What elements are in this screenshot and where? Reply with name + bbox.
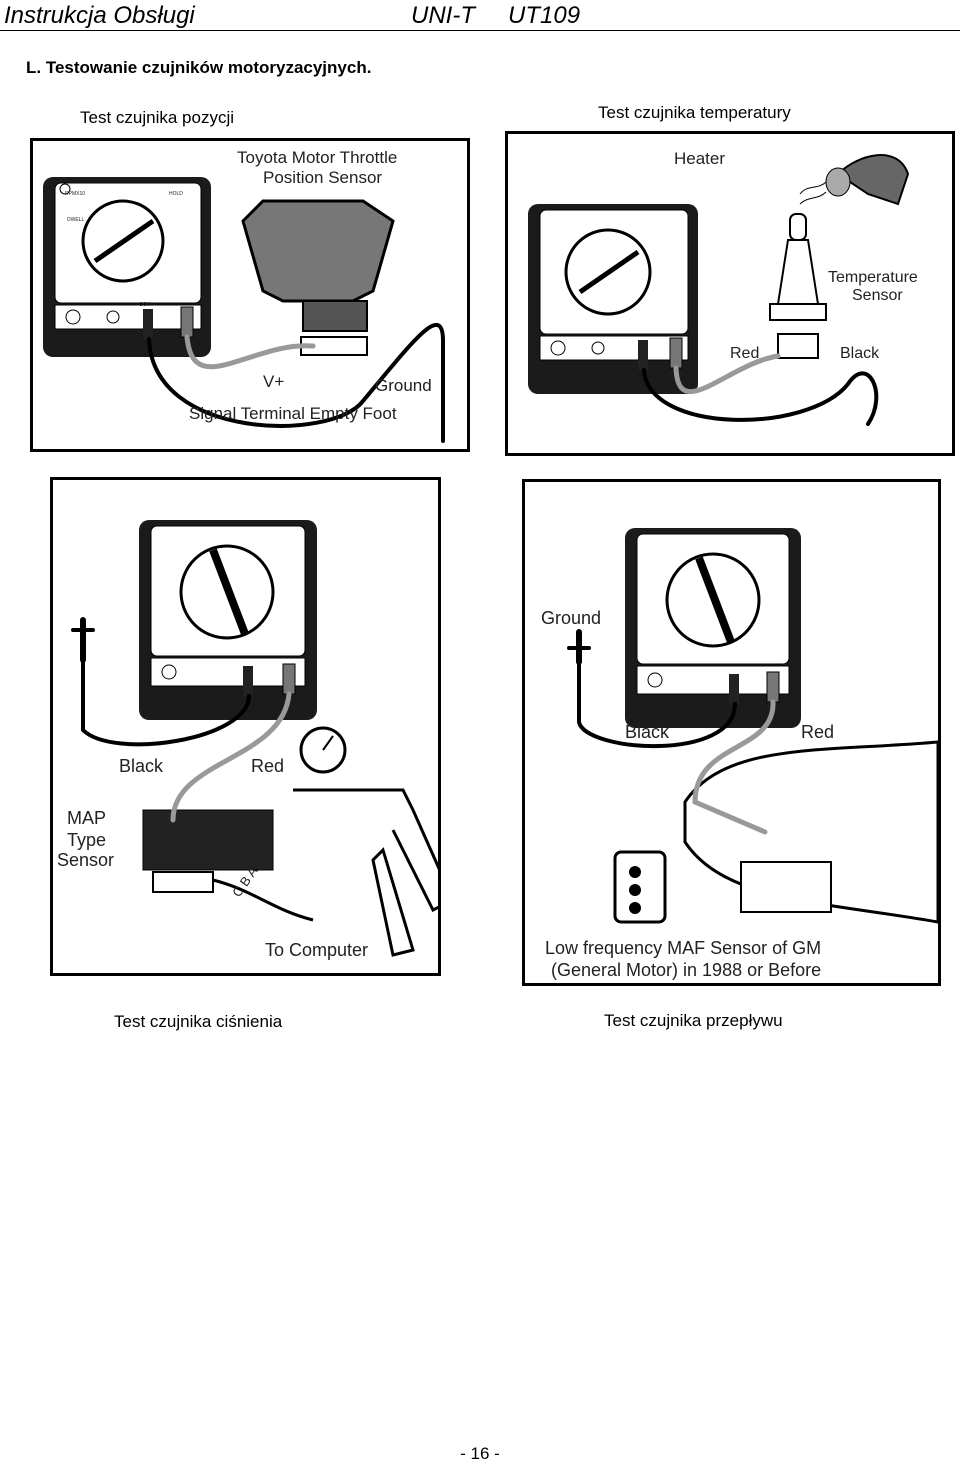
manual-title: Instrukcja Obsługi <box>4 2 195 29</box>
label-black: Black <box>119 756 164 776</box>
label-red: Red <box>730 345 759 362</box>
header-divider <box>0 30 960 31</box>
figure-pressure-sensor: Black Red MAP Type Sensor C B A To Compu… <box>50 477 441 976</box>
label-toyota-throttle: Toyota Motor Throttle <box>237 148 397 167</box>
maf-sensor-illustration <box>613 740 938 924</box>
figure-temperature-sensor: Heater Temperature Sensor Red Black <box>505 131 955 456</box>
test-leads <box>567 629 776 835</box>
label-type: Type <box>67 830 106 850</box>
label-signal-terminal: Signal Terminal Empty Foot <box>189 404 397 423</box>
label-red: Red <box>801 722 834 742</box>
page-number: - 16 - <box>460 1444 500 1463</box>
caption-temperature-sensor: Test czujnika temperatury <box>598 103 791 122</box>
label-ground: Ground <box>375 376 432 395</box>
caption-position-sensor: Test czujnika pozycji <box>80 108 235 127</box>
label-black: Black <box>840 345 880 362</box>
label-sensor: Sensor <box>57 850 114 870</box>
meter-hold-label: HOLD <box>169 191 183 197</box>
page-header: Instrukcja Obsługi UNI-T UT109 <box>0 0 960 30</box>
section-title: L. Testowanie czujników motoryzacyjnych. <box>26 58 372 77</box>
caption-flow-sensor: Test czujnika przepływu <box>604 1011 783 1030</box>
label-temperature: Temperature <box>828 269 918 286</box>
caption-pressure-sensor: Test czujnika ciśnienia <box>114 1012 283 1031</box>
label-heater: Heater <box>674 149 725 168</box>
map-sensor-illustration <box>142 809 314 922</box>
label-map: MAP <box>67 808 106 828</box>
multimeter-illustration <box>43 177 211 357</box>
label-black: Black <box>625 722 670 742</box>
label-ground: Ground <box>541 608 601 628</box>
meter-dwell-label: DWELL <box>67 217 84 223</box>
label-to-computer: To Computer <box>265 940 368 960</box>
multimeter-illustration <box>528 204 698 394</box>
brand-name: UNI-T <box>411 2 475 29</box>
heater-illustration <box>799 154 910 206</box>
label-maf-line2: (General Motor) in 1988 or Before <box>551 960 821 980</box>
multimeter-illustration <box>139 520 317 720</box>
label-sensor: Sensor <box>852 287 903 304</box>
test-leads <box>71 617 292 823</box>
label-red: Red <box>251 756 284 776</box>
vacuum-pump-illustration <box>293 726 438 957</box>
meter-com-label: COM <box>139 302 151 308</box>
temperature-sensor-illustration <box>769 213 827 359</box>
model-name: UT109 <box>508 2 581 29</box>
figure-position-sensor: RPMX10 HOLD DWELL COM Toyota Motor Throt… <box>30 138 470 452</box>
test-leads <box>147 323 445 443</box>
label-position-sensor: Position Sensor <box>263 168 382 187</box>
label-vplus: V+ <box>263 372 284 391</box>
test-leads <box>642 353 879 426</box>
throttle-sensor-illustration <box>241 199 395 356</box>
multimeter-illustration <box>625 528 801 728</box>
label-maf-line1: Low frequency MAF Sensor of GM <box>545 938 821 958</box>
meter-brand-label: RPMX10 <box>65 191 85 197</box>
figure-flow-sensor: Ground Black Red Low frequency MAF Senso… <box>522 479 941 986</box>
